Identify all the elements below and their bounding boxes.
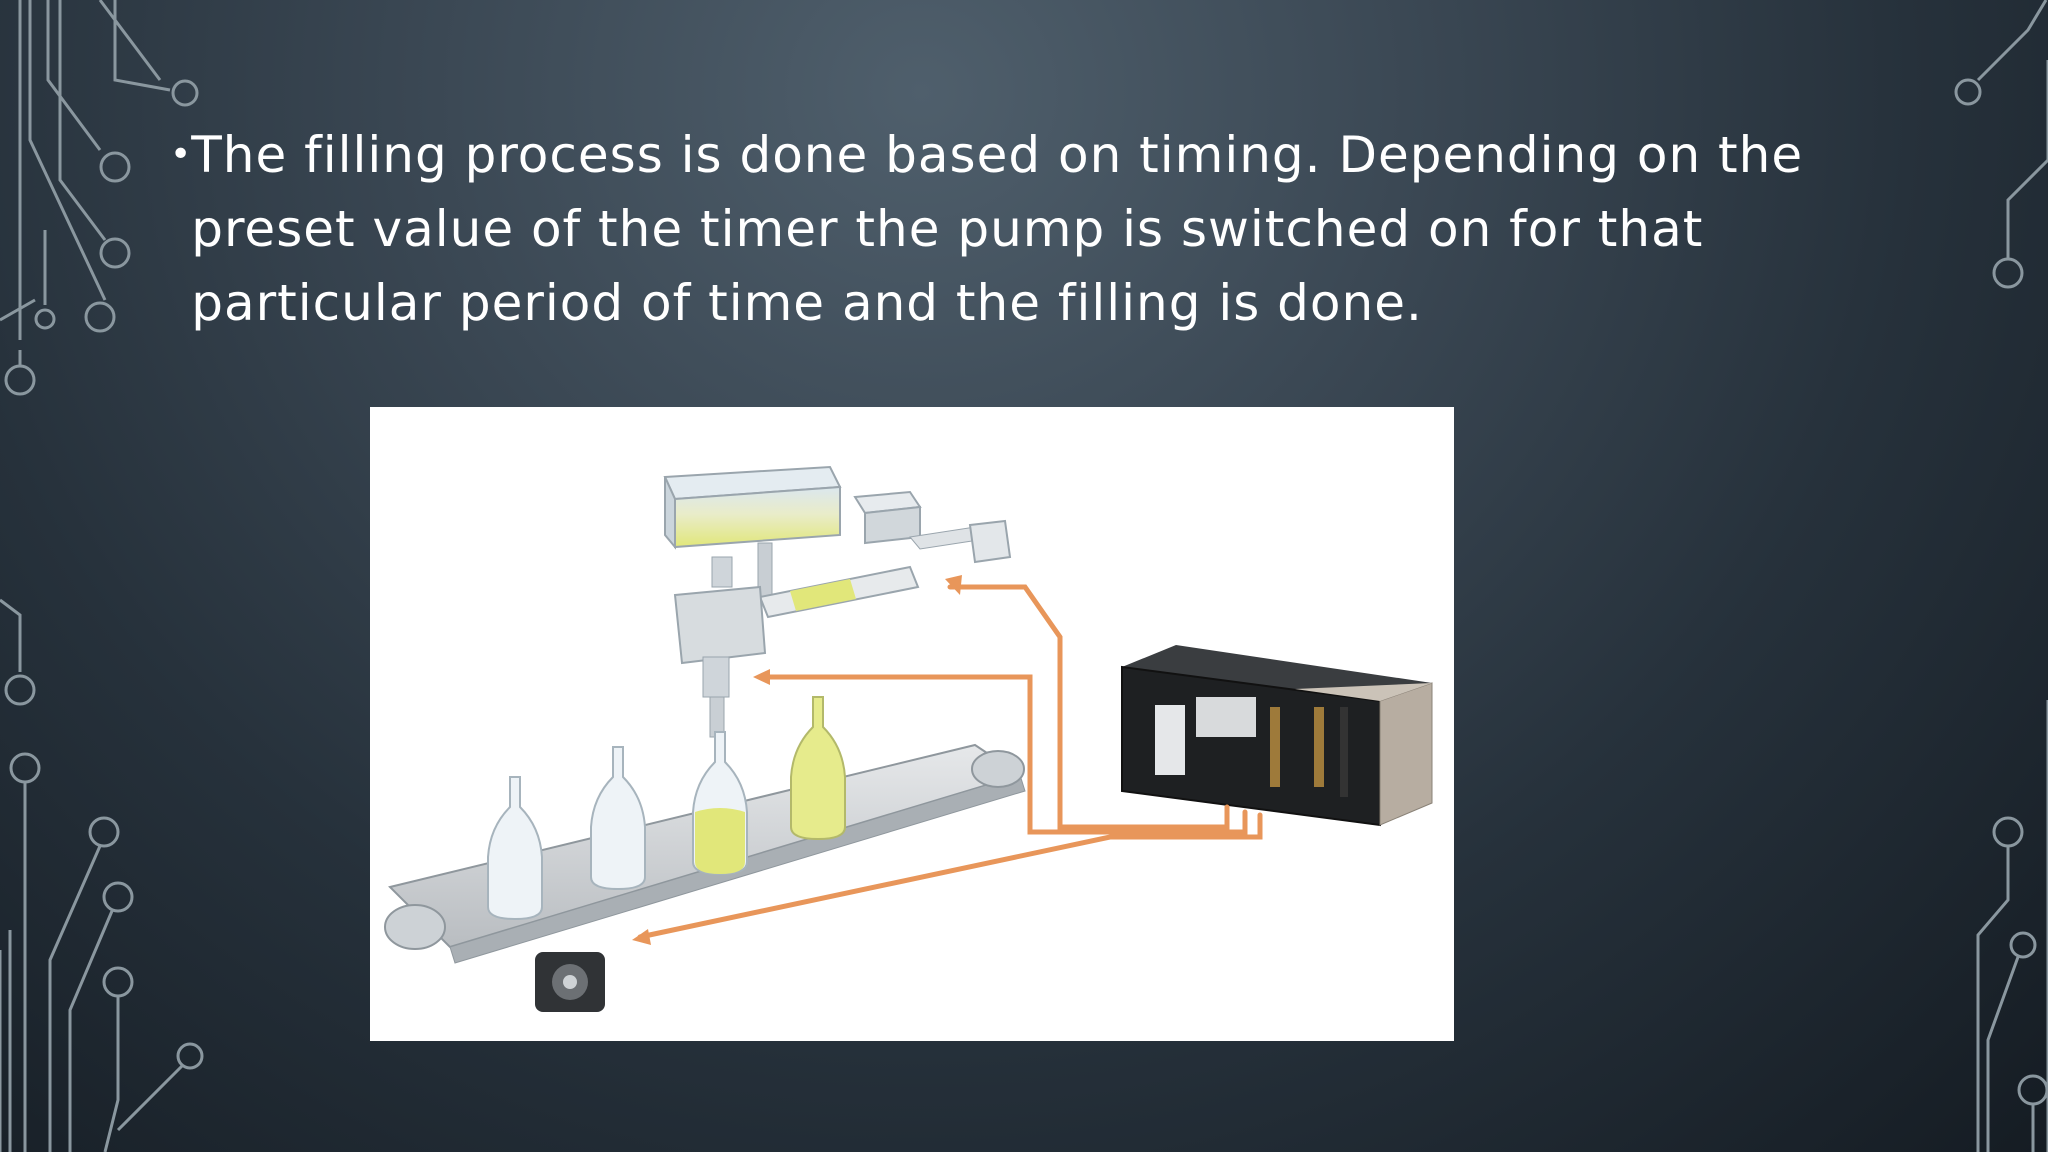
bullet-item: • The filling process is done based on t… [170, 118, 1820, 340]
bottle-filling [692, 731, 748, 876]
signal-line-pump [947, 584, 1230, 830]
bottle-filled [790, 696, 846, 841]
pump [853, 490, 1012, 564]
bullet-dot-icon: • [170, 134, 192, 175]
bottle-empty-2 [590, 746, 646, 891]
filling-diagram [384, 465, 1433, 1012]
liquid-tank [663, 465, 842, 604]
bullet-text: The filling process is done based on tim… [191, 126, 1804, 332]
signal-lines [637, 584, 1263, 940]
pipe [758, 565, 920, 619]
arrow-head-pump [945, 575, 962, 595]
arrow-heads [632, 575, 962, 945]
filling-valve [673, 556, 767, 738]
filling-process-illustration [370, 407, 1454, 1041]
signal-line-motor [637, 812, 1263, 940]
arrow-head-motor [632, 929, 651, 945]
circuit-decoration-right [1954, 0, 2048, 1152]
servo-motor [535, 952, 605, 1012]
plc-controller [1121, 645, 1433, 827]
arrow-head-valve [753, 669, 770, 685]
circuit-decoration-left [0, 0, 204, 1152]
signal-line-valve [759, 674, 1248, 835]
bottle-empty-1 [487, 776, 543, 921]
